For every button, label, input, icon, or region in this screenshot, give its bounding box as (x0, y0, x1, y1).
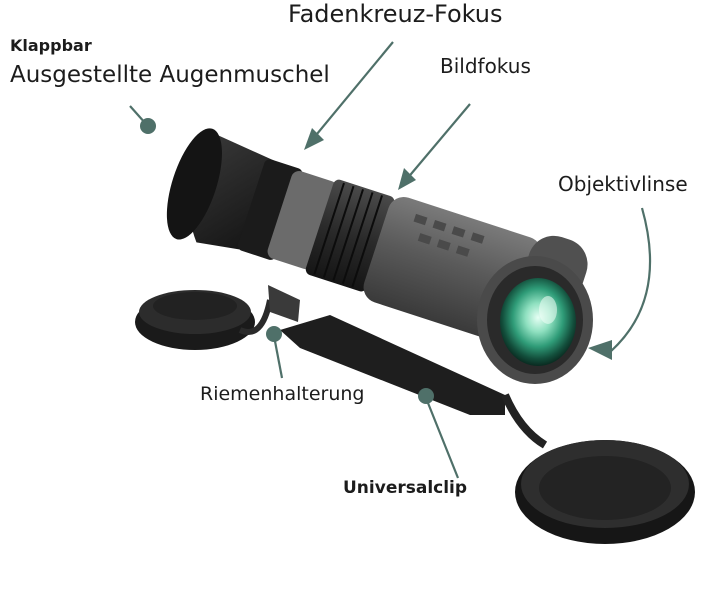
eyepiece-cap (135, 290, 273, 350)
label-universal-clip: Universalclip (343, 478, 468, 498)
universal-clip (280, 315, 505, 415)
callout-lines (129, 41, 652, 479)
label-foldable: Klappbar (10, 36, 92, 55)
label-image-focus: Bildfokus (440, 54, 531, 78)
label-objective-lens: Objektivlinse (558, 172, 688, 196)
objective-lens (477, 256, 593, 384)
callout-arrowheads (304, 128, 612, 360)
strap-loop (268, 285, 300, 322)
label-flared-eyecup: Ausgestellte Augenmuschel (10, 62, 330, 88)
label-reticle-focus: Fadenkreuz-Fokus (288, 0, 503, 28)
label-strap-mount: Riemenhalterung (200, 383, 365, 405)
objective-cap (501, 393, 695, 544)
callout-dots (140, 118, 434, 404)
